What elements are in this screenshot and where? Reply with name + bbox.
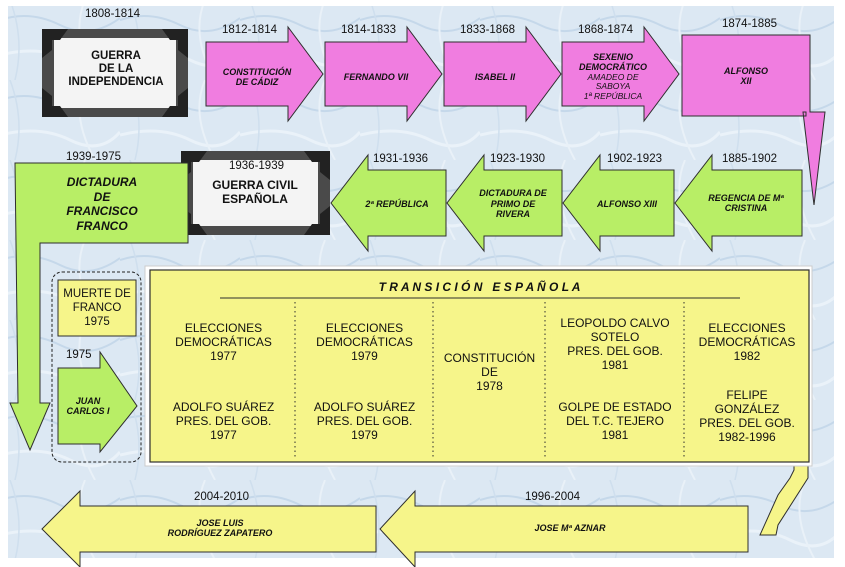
aznar-label: JOSE Mª AZNAR <box>534 522 606 533</box>
isabel-ii-arrow <box>443 25 562 123</box>
guerra-civil-frame <box>181 151 330 235</box>
dictadura-franco-bent-arrow <box>9 162 189 452</box>
primo-rivera-arrow <box>446 153 563 253</box>
juan-carlos-arrow <box>57 350 138 454</box>
regencia-arrow <box>674 153 803 253</box>
fernando-vii-arrow <box>324 25 443 123</box>
guerra-civil-label: Guerra CivilEspañola <box>212 178 298 206</box>
fernando-vii-label: FERNANDO VII <box>343 71 409 82</box>
primo-rivera-years: 1923-1930 <box>490 153 545 165</box>
aznar-arrow <box>379 489 749 567</box>
alfonso-xiii-arrow <box>562 153 675 253</box>
alfonso-xiii-label: ALFONSO XIII <box>596 198 657 209</box>
aznar-years: 1996-2004 <box>525 491 580 503</box>
segunda-republica-years: 1931-1936 <box>373 153 428 165</box>
isabel-ii-years: 1833-1868 <box>460 24 515 36</box>
constitucion-cadiz-years: 1812-1814 <box>222 24 277 36</box>
alfonso-xiii-years: 1902-1923 <box>607 153 662 165</box>
regencia-years: 1885-1902 <box>722 153 777 165</box>
zapatero-years: 2004-2010 <box>194 491 249 503</box>
muerte-franco-box <box>57 279 137 337</box>
isabel-ii-label: ISABEL II <box>474 71 516 82</box>
alfonso-xii-bent-arrow <box>681 34 826 206</box>
alfonso-xii-years: 1874-1885 <box>722 18 777 30</box>
transicion-panel <box>144 265 813 467</box>
constitucion-cadiz-arrow <box>205 25 324 123</box>
dictadura-franco-years: 1939-1975 <box>66 151 121 163</box>
sexenio-arrow <box>561 25 680 123</box>
zapatero-arrow <box>41 489 377 567</box>
segunda-republica-label: 2ª REPÚBLICA <box>365 198 429 209</box>
fernando-vii-years: 1814-1833 <box>341 24 396 36</box>
sexenio-years: 1868-1874 <box>578 24 633 36</box>
independence-frame <box>42 29 188 117</box>
segunda-republica-arrow <box>330 153 447 253</box>
juan-carlos-years: 1975 <box>66 349 92 361</box>
guerra-civil-years: 1936-1939 <box>229 160 284 172</box>
transicion-title: T R A N S I C I Ó N E S P A Ñ O L A <box>378 280 581 294</box>
independence-years: 1808-1814 <box>85 8 140 20</box>
